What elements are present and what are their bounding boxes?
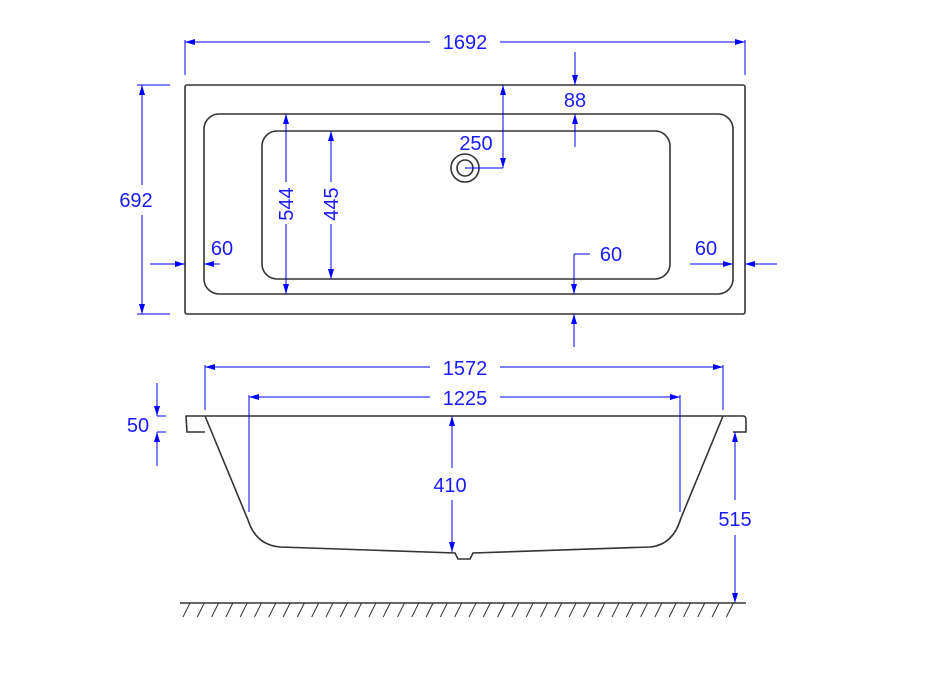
label-bottom-length: 1225 (443, 388, 488, 410)
ground-hatch (397, 602, 405, 618)
label-rim-bottom: 60 (600, 244, 622, 266)
ground-hatch (182, 602, 191, 618)
ground-hatch (211, 602, 220, 618)
ground-hatch (683, 602, 691, 618)
dim-inner-width-rim: 544 (276, 114, 298, 294)
side-view: 1572 1225 50 410 515 (127, 358, 752, 618)
label-rim-left: 60 (211, 238, 233, 260)
ground-hatch (296, 602, 305, 618)
dim-top-length: 1572 (204, 358, 724, 410)
ground-hatch (568, 602, 577, 618)
ground-hatch (325, 602, 334, 618)
ground-hatch (482, 602, 491, 618)
ground-hatch (640, 602, 649, 618)
dim-depth: 410 (433, 416, 467, 552)
ground-hatch (497, 602, 506, 618)
ground-hatch (382, 602, 391, 618)
ground-hatch (239, 602, 248, 618)
ground-hatch (439, 602, 448, 618)
ground-hatch (268, 602, 277, 618)
ground-hatch (554, 602, 563, 618)
dim-inner-width-bottom: 445 (321, 131, 343, 279)
ground-hatch (597, 602, 606, 618)
ground-line (180, 602, 746, 618)
dim-overall-width: 692 (119, 84, 170, 315)
dim-overall-length: 1692 (184, 32, 746, 75)
ground-hatch (611, 602, 620, 618)
ground-hatch (411, 602, 420, 618)
dim-rim-top: 88 (564, 52, 586, 147)
label-inner-width-rim: 544 (276, 187, 298, 220)
label-rim-top: 88 (564, 90, 586, 112)
dim-height: 515 (718, 432, 752, 603)
dim-bottom-length: 1225 (248, 388, 681, 512)
ground-hatch (339, 602, 348, 618)
label-depth: 410 (433, 475, 466, 497)
ground-hatch (511, 602, 520, 618)
dim-rim-thickness: 50 (127, 383, 166, 466)
label-rim-thickness: 50 (127, 415, 149, 437)
dim-drain-offset: 250 (459, 85, 506, 169)
ground-hatch (697, 602, 706, 618)
ground-hatch (425, 602, 434, 618)
ground-hatch (468, 602, 477, 618)
ground-hatch (582, 602, 591, 618)
ground-hatch (668, 602, 677, 618)
basin-top-outline (203, 113, 734, 295)
basin-bottom-outline (261, 130, 671, 280)
label-overall-length: 1692 (443, 32, 488, 54)
ground-hatch (540, 602, 548, 618)
ground-hatch (196, 602, 205, 618)
ground-hatch (454, 602, 463, 618)
ground-hatch (625, 602, 634, 618)
label-top-length: 1572 (443, 358, 488, 380)
label-overall-width: 692 (119, 190, 152, 212)
ground-hatch (354, 602, 363, 618)
ground-hatch (654, 602, 663, 618)
top-view: 1692 88 250 692 544 (119, 32, 777, 347)
dim-rim-left: 60 (150, 238, 233, 267)
outer-rim-outline (184, 84, 746, 315)
label-inner-width-bottom: 445 (321, 187, 343, 220)
ground-hatch (711, 602, 720, 618)
ground-hatch (225, 602, 234, 618)
ground-hatch (725, 602, 734, 618)
label-rim-right: 60 (695, 238, 717, 260)
ground-hatch (254, 602, 262, 618)
label-drain-offset: 250 (459, 133, 492, 155)
dim-rim-bottom: 60 (571, 244, 622, 347)
dim-rim-right: 60 (690, 238, 777, 267)
ground-hatch (311, 602, 320, 618)
tub-profile (185, 415, 747, 560)
ground-hatch (368, 602, 377, 618)
ground-hatch (525, 602, 534, 618)
label-height: 515 (718, 509, 751, 531)
ground-hatch (282, 602, 291, 618)
